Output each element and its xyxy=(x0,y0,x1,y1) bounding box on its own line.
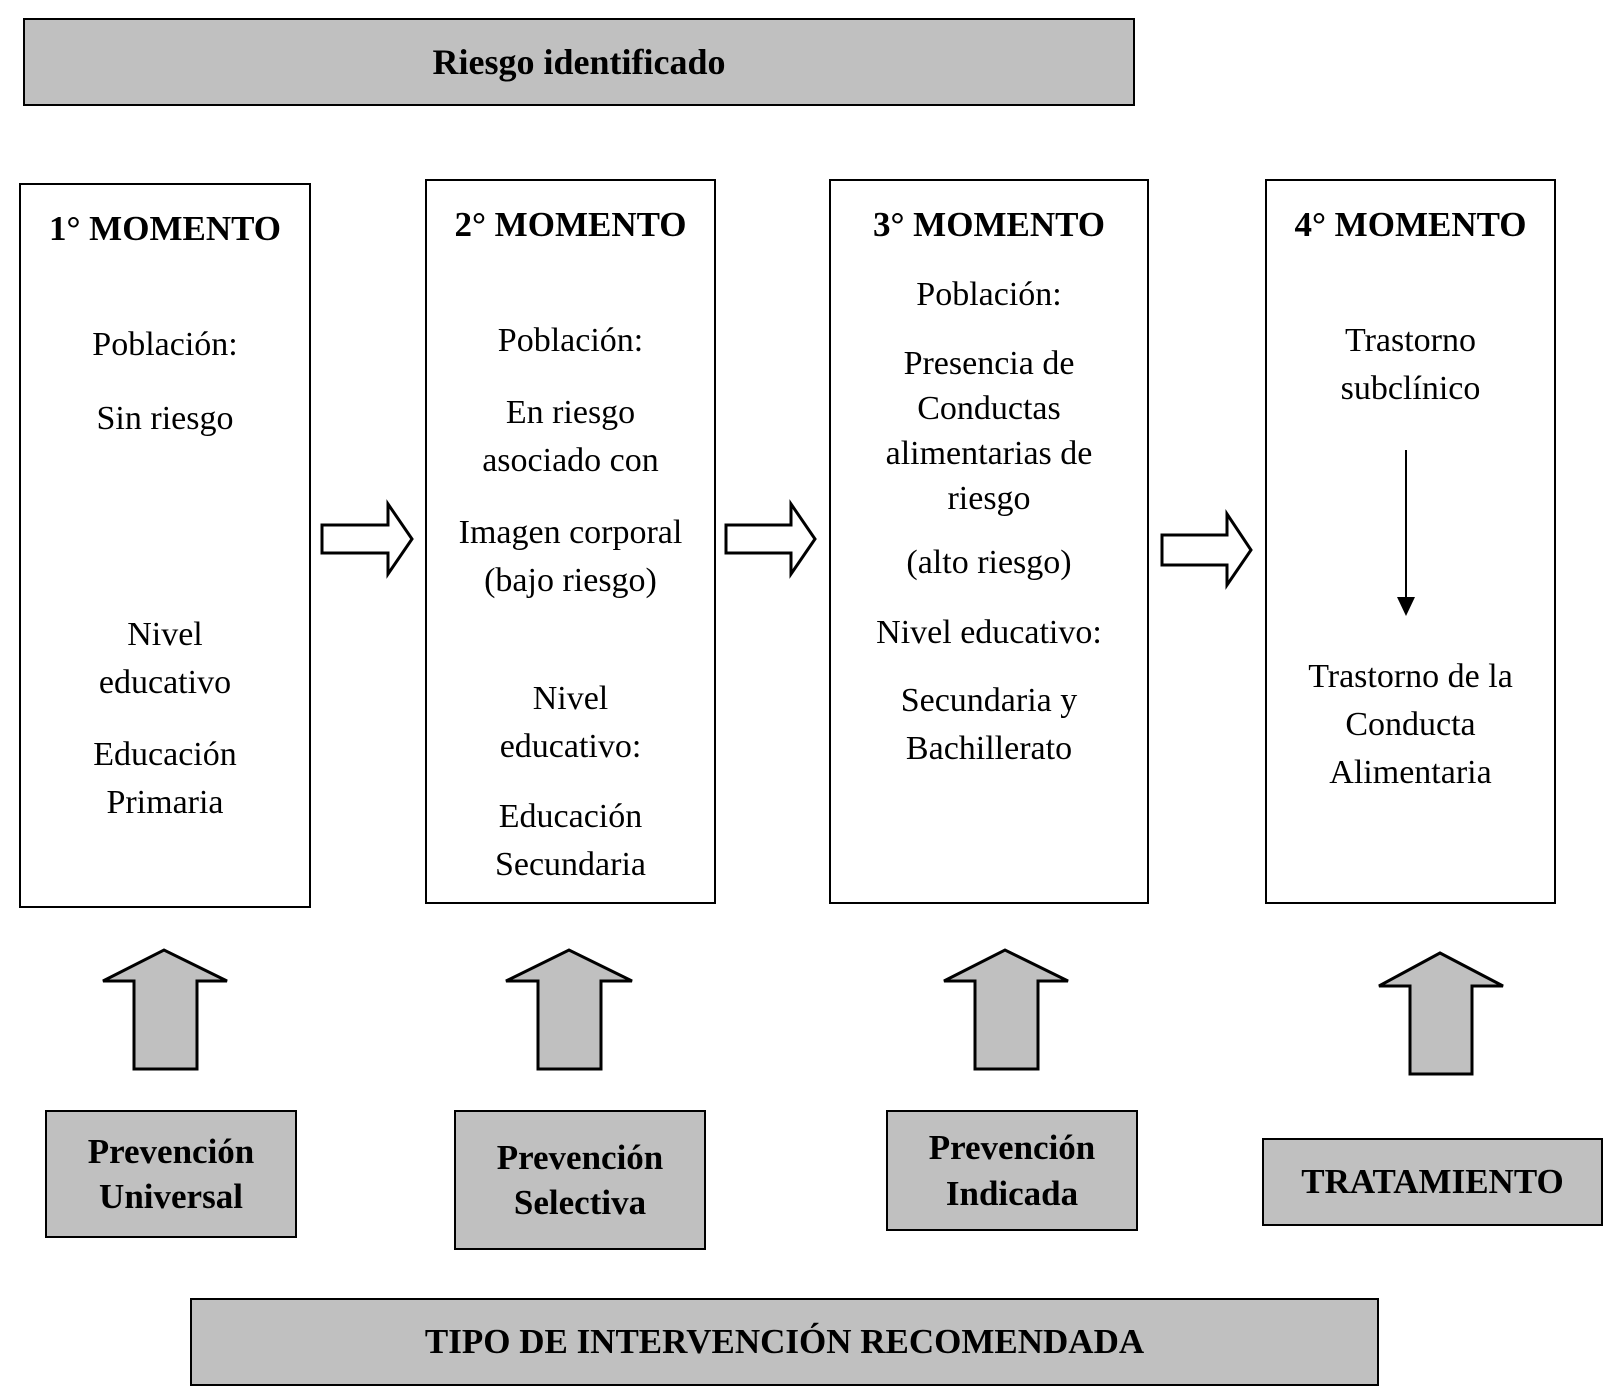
intervention-universal-label: Prevención Universal xyxy=(87,1131,255,1217)
moment-1-level-label: Nivel educativo xyxy=(98,616,232,701)
moment-1-population-label: Población: xyxy=(92,326,238,363)
moment-1-level: Educación Primaria xyxy=(93,736,237,821)
up-arrow-icon xyxy=(505,948,633,1071)
moment-2-population-label: Población: xyxy=(497,322,644,359)
moment-3-detail: (alto riesgo) xyxy=(906,544,1072,581)
header-box: Riesgo identificado xyxy=(23,18,1135,106)
moment-3-population: Presencia de Conductas alimentarias de r… xyxy=(885,345,1093,517)
up-arrow-icon xyxy=(1378,951,1504,1076)
moment-1-box: 1° MOMENTO Población: Sin riesgo Nivel e… xyxy=(19,183,311,908)
moment-1-heading: 1° MOMENTO xyxy=(48,209,282,248)
moment-3-population-label: Población: xyxy=(916,276,1062,313)
moment-4-top: Trastorno subclínico xyxy=(1340,322,1481,407)
header-title: Riesgo identificado xyxy=(432,41,726,82)
intervention-selective-box: Prevención Selectiva xyxy=(454,1110,706,1250)
intervention-treatment-label: TRATAMIENTO xyxy=(1301,1162,1564,1202)
right-arrow-icon xyxy=(724,499,817,579)
moment-3-box: 3° MOMENTO Población: Presencia de Condu… xyxy=(829,179,1149,904)
right-arrow-icon xyxy=(1160,509,1253,590)
moment-4-heading: 4° MOMENTO xyxy=(1294,205,1527,244)
intervention-universal-box: Prevención Universal xyxy=(45,1110,297,1238)
up-arrow-icon xyxy=(943,948,1069,1071)
moment-2-box: 2° MOMENTO Población: En riesgo asociado… xyxy=(425,179,716,904)
moment-1-population: Sin riesgo xyxy=(96,400,234,437)
right-arrow-icon xyxy=(320,499,414,579)
moment-2-heading: 2° MOMENTO xyxy=(454,205,687,244)
up-arrow-icon xyxy=(102,948,228,1071)
footer-title: TIPO DE INTERVENCIÓN RECOMENDADA xyxy=(424,1322,1145,1362)
moment-3-level-label: Nivel educativo: xyxy=(876,614,1102,651)
intervention-indicated-label: Prevención Indicada xyxy=(928,1128,1096,1213)
moment-4-bottom: Trastorno de la Conducta Alimentaria xyxy=(1308,658,1513,791)
intervention-indicated-box: Prevención Indicada xyxy=(886,1110,1138,1231)
moment-2-detail: Imagen corporal (bajo riesgo) xyxy=(458,514,683,599)
moment-4-box: 4° MOMENTO Trastorno subclínico Trastorn… xyxy=(1265,179,1556,904)
moment-3-heading: 3° MOMENTO xyxy=(872,205,1106,244)
intervention-treatment-box: TRATAMIENTO xyxy=(1262,1138,1603,1226)
down-arrow-head-icon xyxy=(1397,597,1415,616)
intervention-selective-label: Prevención Selectiva xyxy=(496,1137,664,1223)
moment-2-level: Educación Secundaria xyxy=(494,798,647,883)
footer-box: TIPO DE INTERVENCIÓN RECOMENDADA xyxy=(190,1298,1379,1386)
moment-2-level-label: Nivel educativo: xyxy=(499,680,642,765)
moment-2-population: En riesgo asociado con xyxy=(482,394,659,479)
moment-3-level: Secundaria y Bachillerato xyxy=(900,682,1078,767)
